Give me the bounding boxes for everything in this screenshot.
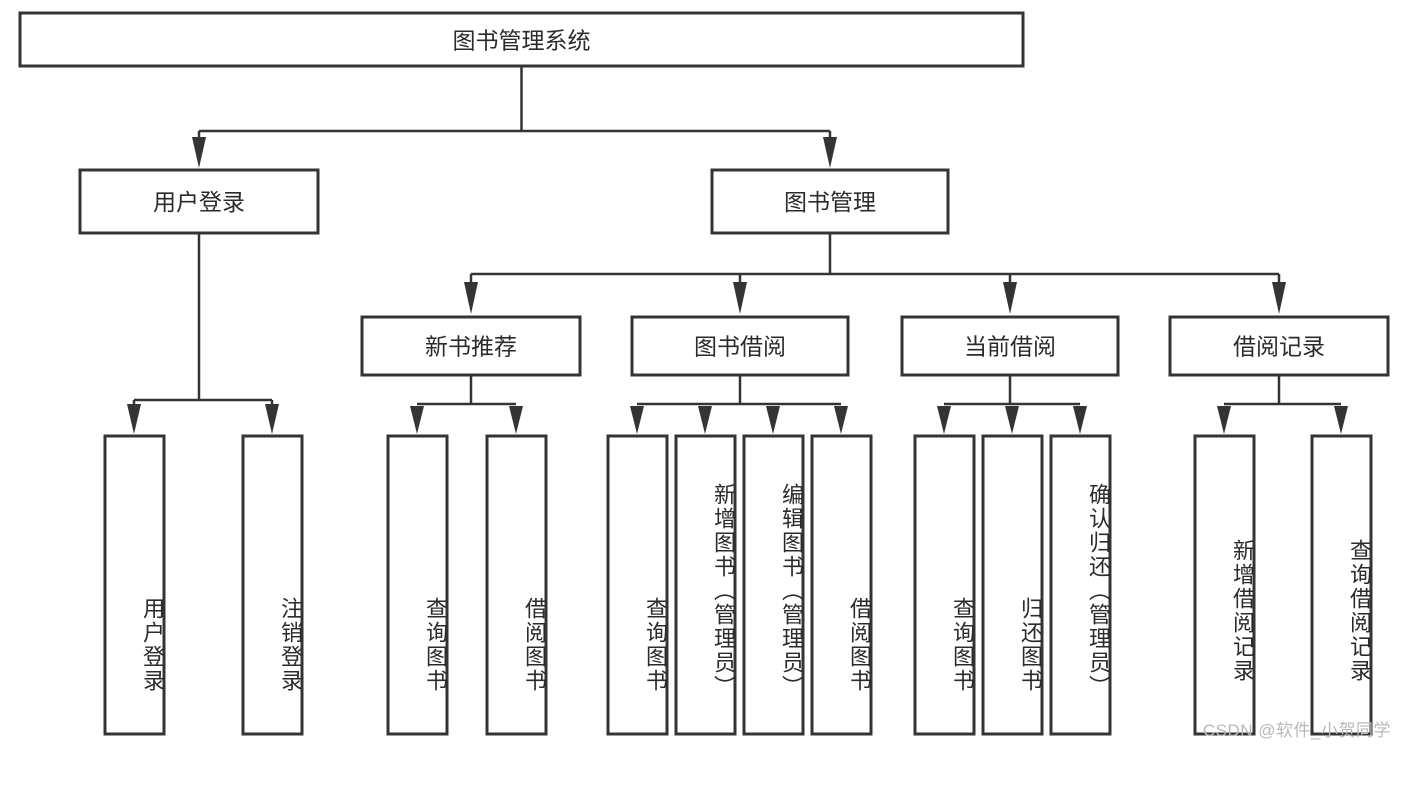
node-borrow-record-box[interactable] [1168,315,1390,377]
arrow-head-borrow-record [1272,282,1286,314]
leaf-cur-return-book-box[interactable] [981,434,1044,736]
node-new-book-recommend-box[interactable] [360,315,582,377]
node-book-manage-box[interactable] [710,168,950,235]
connector-group-book-borrow-to-leaves [630,375,848,434]
arrow-head-rec-borrow-book [509,406,523,434]
leaf-rec-query-record-box[interactable] [1310,434,1373,736]
node-book-borrow-label: 图书借阅 [694,334,786,360]
csdn-watermark: CSDN @软件_小贺同学 [1202,721,1391,740]
node-user-login-label: 用户登录 [153,189,245,215]
connector-group-new-book-recommend-to-leaves [410,375,523,434]
leaf-borrow-edit-book-box[interactable] [742,434,805,736]
connector-group-current-borrow-to-leaves [937,375,1087,434]
arrow-head-borrow-query-book [630,406,644,434]
node-user-login[interactable]: 用户登录 [78,168,320,235]
structure-chart-svg: 图书管理系统 用户登录 图书管理 新书推荐 图书借阅 当前借阅 借阅记录 [18,11,1390,736]
leaf-borrow-add-book-box[interactable] [674,434,737,736]
arrow-head-current-borrow [1003,282,1017,314]
node-root-box[interactable] [18,11,1025,68]
arrow-head-borrow-borrow-book [834,406,848,434]
leaf-user-login-box[interactable] [103,434,166,736]
arrow-head-leaf-user-logout [265,404,279,434]
arrow-head-leaf-user-login [127,404,141,434]
node-book-manage[interactable]: 图书管理 [710,168,950,235]
arrow-head-cur-confirm-return [1073,406,1087,434]
node-root-label: 图书管理系统 [453,28,591,54]
node-book-borrow[interactable]: 图书借阅 [630,315,850,377]
node-root[interactable]: 图书管理系统 [18,11,1025,68]
leaf-box-group [103,434,1373,736]
arrow-head-rec-query-book [410,406,424,434]
node-current-borrow-box[interactable] [900,315,1120,377]
node-current-borrow[interactable]: 当前借阅 [900,315,1120,377]
arrow-head-cur-return-book [1005,406,1019,434]
connector-group-borrow-record-to-leaves [1217,375,1348,434]
node-new-book-recommend-label: 新书推荐 [425,334,517,360]
leaf-borrow-borrow-book-box[interactable] [810,434,873,736]
arrow-head-rec-query-record [1334,406,1348,434]
arrow-head-user-login [192,137,206,168]
leaf-cur-query-book-box[interactable] [913,434,976,736]
node-user-login-box[interactable] [78,168,320,235]
leaf-rec-borrow-book-box[interactable] [485,434,548,736]
connector-group-user-login-to-leaves [127,233,279,434]
arrow-head-borrow-edit-book [766,406,780,434]
leaf-cur-confirm-return-box[interactable] [1049,434,1112,736]
leaf-user-logout-box[interactable] [241,434,304,736]
node-borrow-record[interactable]: 借阅记录 [1168,315,1390,377]
leaf-rec-add-record-box[interactable] [1193,434,1256,736]
connector-group-book-manage-to-level2 [464,233,1286,314]
leaf-borrow-query-book-box[interactable] [606,434,669,736]
node-borrow-record-label: 借阅记录 [1233,334,1325,360]
node-new-book-recommend[interactable]: 新书推荐 [360,315,582,377]
arrow-head-book-manage [823,137,837,168]
diagram-canvas: 图书管理系统 用户登录 图书管理 新书推荐 图书借阅 当前借阅 借阅记录 [18,11,1391,740]
node-current-borrow-label: 当前借阅 [964,334,1056,360]
arrow-head-new-book-recommend [464,282,478,314]
connector-group-root-to-level1 [192,66,837,168]
arrow-head-book-borrow [733,282,747,314]
arrow-head-rec-add-record [1217,406,1231,434]
arrow-head-borrow-add-book [698,406,712,434]
node-book-borrow-box[interactable] [630,315,850,377]
arrow-head-cur-query-book [937,406,951,434]
node-book-manage-label: 图书管理 [784,189,876,215]
leaf-rec-query-book-box[interactable] [386,434,449,736]
